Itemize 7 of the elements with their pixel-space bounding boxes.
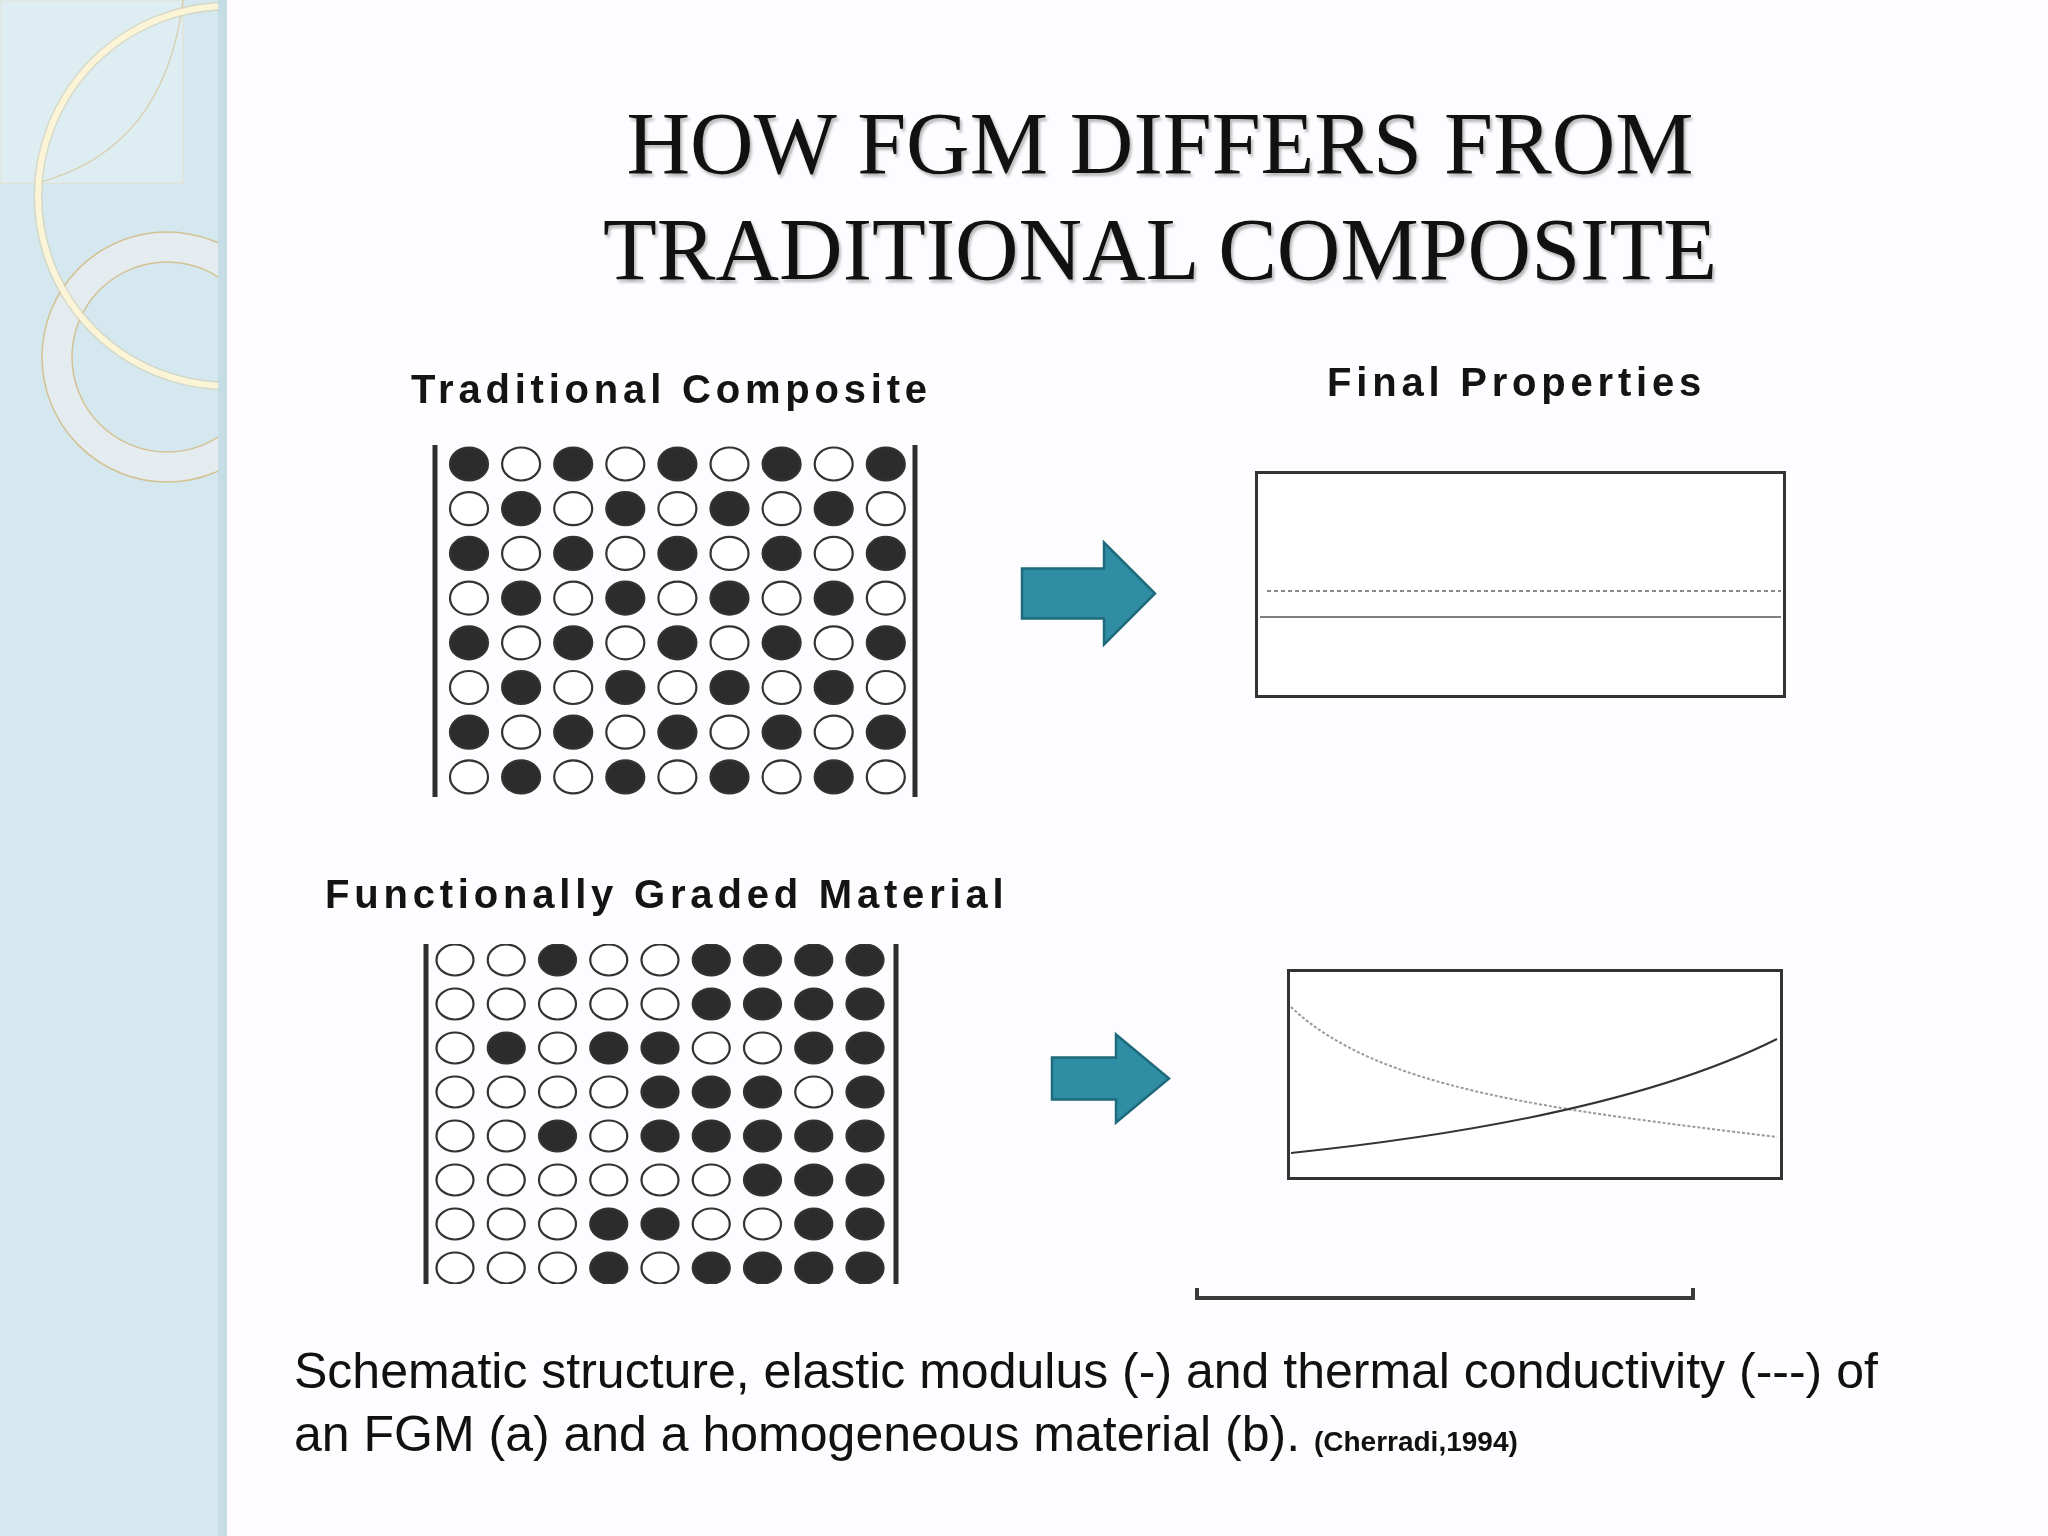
- figure-heading: Functionally Graded Material: [325, 871, 1009, 918]
- figure-heading: Traditional Composite: [411, 366, 932, 413]
- caption-text: Schematic structure, elastic modulus (-) and thermal conductivity (---) of an FGM (a) and a homogeneous material (b). (Cherradi,1994): [294, 1342, 1879, 1464]
- slide-title: HOW FGM DIFFERS FROM TRADITIONAL COMPOSITE: [602, 94, 1718, 300]
- block-arrow: [1020, 539, 1157, 648]
- figure-heading: Final Properties: [1327, 359, 1707, 406]
- block-arrow: [1050, 1031, 1171, 1126]
